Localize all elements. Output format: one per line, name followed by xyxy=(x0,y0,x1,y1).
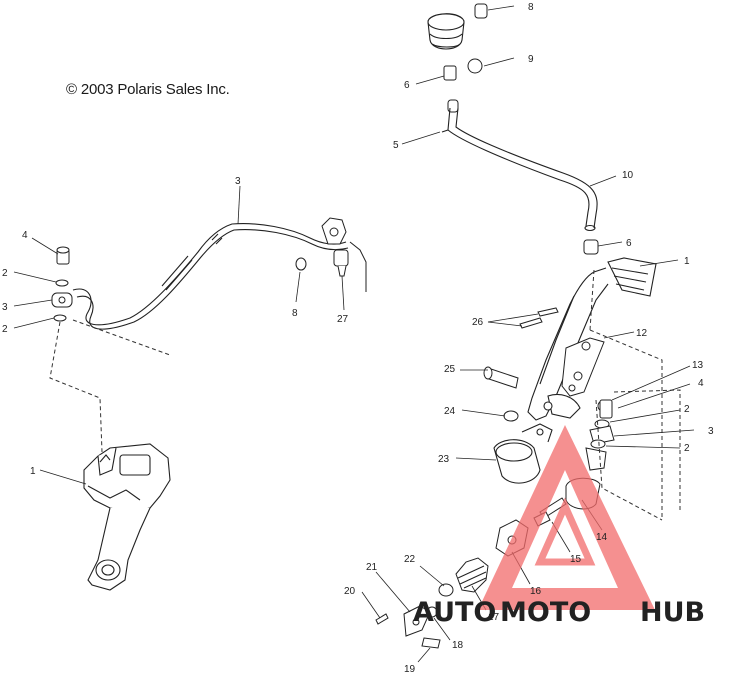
callout-label: 3 xyxy=(708,426,714,437)
callout-label: 3 xyxy=(235,176,241,187)
watermark-auto: AUTO xyxy=(413,597,496,628)
brake-pedal xyxy=(527,257,657,421)
callout-label: 10 xyxy=(622,170,634,181)
brake-line-cable xyxy=(72,223,349,330)
callout-label: 25 xyxy=(444,364,456,375)
watermark-moto: MOTO xyxy=(500,597,591,628)
pivot-pin-25 xyxy=(483,366,519,389)
watermark-logo xyxy=(478,425,655,610)
callout-label: 20 xyxy=(344,586,356,597)
callout-label: 4 xyxy=(22,230,28,241)
banjo-fitting-right xyxy=(295,217,367,292)
watermark-hub: HUB xyxy=(640,597,705,628)
brake-caliper xyxy=(83,443,171,591)
callout-label: 24 xyxy=(444,406,456,417)
hose-clamp-6 xyxy=(583,239,599,255)
callout-label: 4 xyxy=(698,378,704,389)
banjo-fitting-left xyxy=(51,246,73,322)
callout-label: 5 xyxy=(393,140,399,151)
washer-22 xyxy=(438,583,454,597)
callout-label: 2 xyxy=(684,443,690,454)
callout-label: 2 xyxy=(2,324,8,335)
callout-label: 6 xyxy=(626,238,632,249)
reservoir-hose xyxy=(441,107,598,232)
callout-label: 17 xyxy=(488,612,500,623)
watermark-inner-triangle-icon xyxy=(534,497,596,566)
callout-label: 18 xyxy=(452,640,464,651)
callout-label: 2 xyxy=(684,404,690,415)
callout-label: 1 xyxy=(684,256,690,267)
pedal-pivot-bracket xyxy=(561,337,605,397)
callout-label: 15 xyxy=(570,554,582,565)
callout-label: 23 xyxy=(438,454,450,465)
alignment-dashes-right xyxy=(589,269,681,521)
copyright-notice: © 2003 Polaris Sales Inc. xyxy=(66,81,230,98)
callout-label: 8 xyxy=(528,2,534,13)
fittings-right-side xyxy=(585,399,615,471)
callout-labels: 8 9 6 5 10 6 1 12 26 25 13 4 2 3 2 24 23… xyxy=(2,2,714,675)
callout-label: 14 xyxy=(596,532,608,543)
callout-label: 16 xyxy=(530,586,542,597)
small-fittings-top xyxy=(443,3,488,113)
callout-label: 27 xyxy=(337,314,349,325)
callout-label: 13 xyxy=(692,360,704,371)
callout-label: 2 xyxy=(2,268,8,279)
leader-lines xyxy=(13,5,695,663)
boot-17 xyxy=(455,557,489,593)
washer-24 xyxy=(503,410,519,422)
callout-label: 6 xyxy=(404,80,410,91)
callout-label: 1 xyxy=(30,466,36,477)
callout-label: 22 xyxy=(404,554,416,565)
reservoir-cap xyxy=(427,13,465,50)
callout-label: 9 xyxy=(528,54,534,65)
callout-label: 12 xyxy=(636,328,648,339)
master-cylinder xyxy=(493,423,553,484)
callout-label: 19 xyxy=(404,664,416,675)
callout-label: 3 xyxy=(2,302,8,313)
bolts-26 xyxy=(519,307,559,329)
callout-label: 26 xyxy=(472,317,484,328)
callout-label: 8 xyxy=(292,308,298,319)
clevis-pin-group xyxy=(375,605,441,649)
watermark-triangle-icon xyxy=(478,425,655,610)
alignment-dashes-left xyxy=(49,319,171,453)
callout-label: 21 xyxy=(366,562,378,573)
